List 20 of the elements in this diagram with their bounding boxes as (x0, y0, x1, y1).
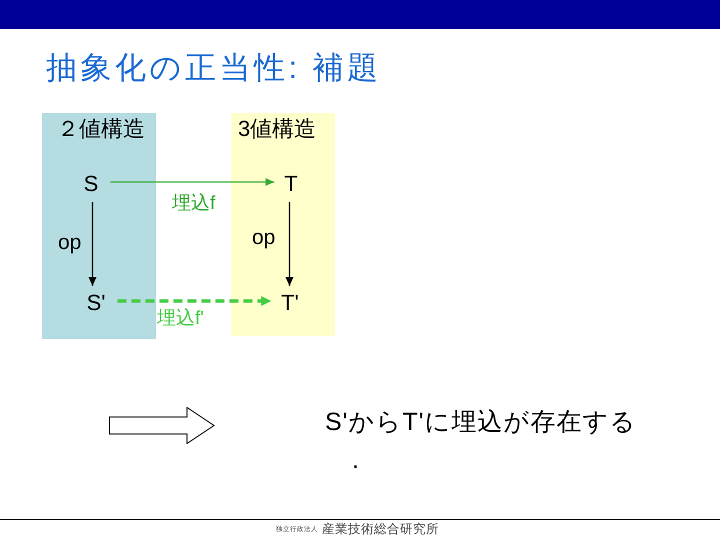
symbol-label: S' (86, 292, 106, 314)
band (231, 113, 335, 336)
band-heading: ２値構造 (57, 118, 145, 140)
symbol-label: T (284, 173, 298, 195)
arrow (286, 202, 294, 286)
conclusion-text: S'からT'に埋込が存在する (325, 410, 636, 435)
edge-label: 埋込f (172, 194, 216, 213)
band-heading: 3値構造 (238, 118, 316, 140)
arrow (110, 178, 274, 186)
period-text: . (352, 448, 359, 473)
edge-label: op (252, 227, 276, 248)
arrow (88, 202, 96, 286)
symbol-label: T' (281, 292, 299, 314)
arrow (117, 296, 272, 306)
edge-label: 埋込f' (157, 309, 204, 328)
institute-name: 産業技術総合研究所 (322, 523, 439, 536)
edge-label: op (58, 232, 82, 253)
slide-title: 抽象化の正当性: 補題 (46, 52, 382, 83)
symbol-label: S (84, 173, 98, 195)
band (42, 113, 156, 339)
